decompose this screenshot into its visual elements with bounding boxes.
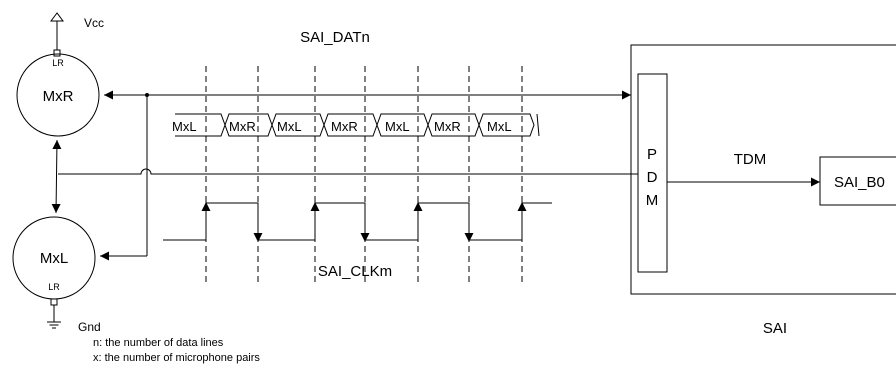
mic-right-label: MxR	[43, 88, 74, 105]
sai-label: SAI	[763, 320, 787, 337]
data-slot-label: MxR	[434, 119, 461, 134]
data-slots: MxL MxR MxL MxR MxL MxR MxL	[172, 113, 540, 137]
sai-block	[630, 44, 896, 295]
clock-line-label: SAI_CLKm	[318, 263, 392, 280]
note-line: n: the number of data lines	[93, 337, 224, 349]
clock-waveform	[163, 202, 552, 242]
data-slot-label: MxL	[385, 119, 410, 134]
timing-guides	[205, 66, 523, 285]
data-line-label: SAI_DATn	[300, 29, 370, 46]
data-slot-label: MxL	[277, 119, 302, 134]
pdm-letter: M	[646, 192, 659, 209]
mic-left-label: MxL	[40, 250, 68, 267]
pdm-letter: P	[647, 146, 657, 163]
note-line: x: the number of microphone pairs	[93, 352, 260, 364]
data-line	[100, 90, 631, 261]
gnd-label: Gnd	[78, 320, 101, 334]
sai-b0-block	[819, 156, 896, 206]
ground-symbol	[47, 298, 61, 329]
clock-line	[58, 168, 638, 175]
mic-right: LR MxR	[16, 53, 100, 137]
mic-right-pin-label: LR	[52, 58, 64, 68]
mic-left: MxL LR	[12, 216, 96, 300]
pdm-letter: D	[647, 169, 658, 186]
sai-b0-label: SAI_B0	[834, 174, 885, 191]
data-slot-label: MxR	[331, 119, 358, 134]
tdm-label: TDM	[734, 151, 767, 168]
mic-left-pin-label: LR	[48, 282, 60, 292]
mic-right-circle	[16, 53, 100, 137]
mic-link-arrow	[51, 139, 62, 214]
data-slot-label: MxR	[229, 119, 256, 134]
data-slot-label: MxL	[172, 119, 197, 134]
data-slot-label: MxL	[487, 119, 512, 134]
vcc-label: Vcc	[84, 16, 104, 30]
pdm-block	[637, 73, 668, 273]
vcc-symbol	[50, 12, 64, 57]
